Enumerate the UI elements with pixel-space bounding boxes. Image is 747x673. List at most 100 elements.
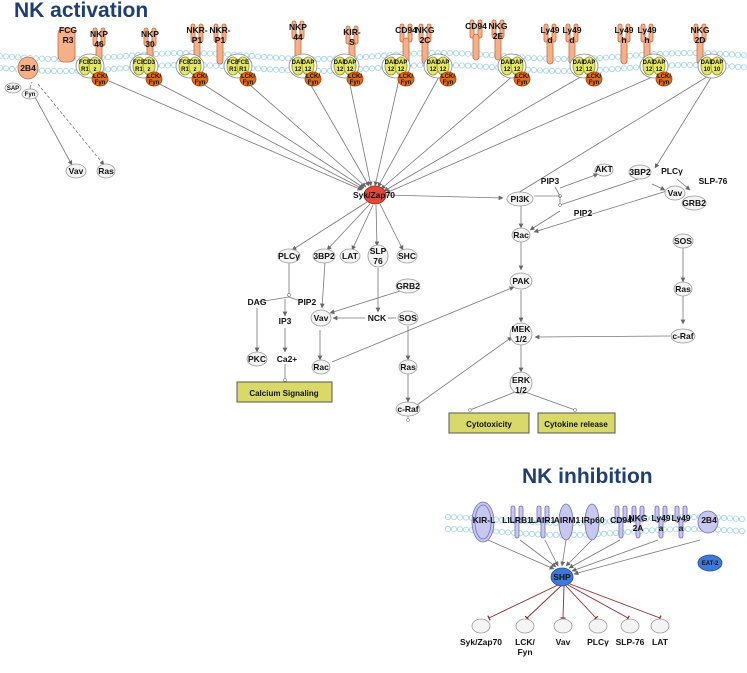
node-ras-right[interactable]: Ras [673, 281, 693, 297]
node-pi3k[interactable]: PI3K [506, 191, 534, 207]
node-ras-left[interactable]: Ras [96, 163, 116, 179]
node-plcg[interactable]: PLCγ [277, 248, 301, 264]
kinase-lck-fyn[interactable]: LCK/Fyn [439, 71, 457, 87]
mek-shape [509, 322, 533, 346]
receptor-stalk [472, 33, 480, 61]
receptor-kir-s[interactable]: KIR-S [343, 25, 361, 67]
node-craf-right[interactable]: c-Raf [670, 328, 696, 344]
node-3bp2[interactable]: 3BP2 [312, 248, 336, 264]
node-shp[interactable]: SHP [550, 567, 574, 587]
inhibitory-receptor-airm1[interactable]: AIRM1 [554, 503, 581, 541]
node-rac[interactable]: Rac [311, 359, 331, 375]
node-akt[interactable]: AKT [594, 163, 614, 177]
edge-2b4-ras [37, 83, 105, 166]
node-sos-right[interactable]: SOS [672, 233, 694, 249]
rac-label: Rac [313, 362, 329, 372]
vav-label: Vav [314, 313, 329, 323]
kinase-lck-fyn[interactable]: LCK/Fyn [655, 71, 673, 87]
target-plc-[interactable]: PLCγ [587, 618, 609, 647]
node-vav[interactable]: Vav [310, 309, 332, 327]
output-cytokine-release[interactable]: Cytokine release [537, 412, 616, 434]
inhibitory-receptor-irp60[interactable]: IRp60 [581, 503, 605, 541]
node-mek[interactable]: MEK 1/2 [509, 322, 533, 346]
receptor-cd94[interactable]: CD94 [465, 19, 487, 61]
target-vav[interactable]: Vav [553, 618, 573, 647]
node-erk[interactable]: ERK 1/2 [509, 371, 533, 395]
receptor-label-2: 30 [145, 39, 155, 49]
node-vav-right[interactable]: Vav [664, 185, 686, 201]
target-syk-zap70[interactable]: Syk/Zap70 [460, 618, 502, 647]
grb2-right-shape [681, 195, 707, 211]
kinase-lck-fyn[interactable]: LCK/Fyn [239, 71, 257, 87]
node-rac-right[interactable]: Rac [511, 227, 531, 243]
node-sos[interactable]: SOS [397, 310, 419, 326]
pak-shape [509, 272, 533, 290]
node-fyn-2b4[interactable]: Fyn [21, 88, 39, 100]
adaptor-label-2: 12 [576, 67, 583, 73]
node-eat2[interactable]: EAT-2 [697, 554, 723, 572]
ras-label: Ras [400, 362, 416, 372]
node-2b4[interactable]: 2B4 [17, 56, 39, 80]
inhibitory-receptor-lair1[interactable]: LAIR1 [531, 505, 556, 539]
node-syk-zap70[interactable]: Syk/Zap70 [353, 185, 395, 205]
node-sap[interactable]: SAP [4, 82, 22, 94]
inhibitory-receptor-cd94[interactable]: CD94 [610, 505, 632, 539]
adaptor-label-2: z [148, 67, 151, 73]
kinase-lck-fyn[interactable]: LCK/Fyn [346, 71, 364, 87]
inhibitory-receptor-lilrb1[interactable]: LILRB1 [502, 505, 532, 539]
node-slp76[interactable]: SLP 76 [367, 244, 389, 268]
kinase-lck-fyn[interactable]: LCK/Fyn [191, 71, 209, 87]
node-grb2-right[interactable]: GRB2 [681, 195, 707, 211]
kinase-lck-fyn[interactable]: LCK/Fyn [304, 71, 322, 87]
kinase-lck-fyn[interactable]: LCK/Fyn [585, 71, 603, 87]
node-pak[interactable]: PAK [509, 272, 533, 290]
node-lat[interactable]: LAT [339, 248, 361, 264]
receptor-arm-right [622, 505, 628, 523]
vav-right-label: Vav [668, 188, 683, 198]
target-lck-fyn[interactable]: LCK/Fyn [515, 618, 536, 657]
output-cytotoxicity[interactable]: Cytotoxicity [448, 412, 530, 434]
kinase-lck-fyn[interactable]: LCK/Fyn [397, 71, 415, 87]
receptor-nkr-p1[interactable]: NKR-P1 [209, 23, 231, 65]
adaptor-label: DAP [701, 60, 714, 66]
nk-inhibition-title: NK inhibition [522, 465, 653, 488]
node-shc[interactable]: SHC [396, 248, 418, 264]
kinase-lck-fyn[interactable]: LCK/Fyn [145, 71, 163, 87]
inhibitory-receptor-kir-l[interactable]: KIR-L [471, 501, 495, 543]
output-calcium-signaling[interactable]: Calcium Signaling [236, 381, 333, 403]
receptor-stalk [216, 37, 224, 65]
kinase-lck-fyn[interactable]: LCK/Fyn [513, 71, 531, 87]
node-vav-left[interactable]: Vav [65, 163, 87, 179]
node-pkc[interactable]: PKC [246, 351, 268, 367]
kinase-lck-fyn[interactable]: LCK/Fyn [91, 71, 109, 87]
node-ras[interactable]: Ras [398, 359, 418, 375]
node-grb2[interactable]: GRB2 [395, 278, 421, 294]
node-3bp2-right[interactable]: 3BP2 [628, 164, 652, 180]
target-slp-76[interactable]: SLP-76 [616, 618, 645, 647]
inhibitory-receptor-2b4[interactable]: 2B4 [697, 510, 719, 534]
receptor-2b4-shape [17, 56, 39, 80]
target-lat[interactable]: LAT [650, 618, 670, 647]
node-craf[interactable]: c-Raf [395, 401, 421, 417]
